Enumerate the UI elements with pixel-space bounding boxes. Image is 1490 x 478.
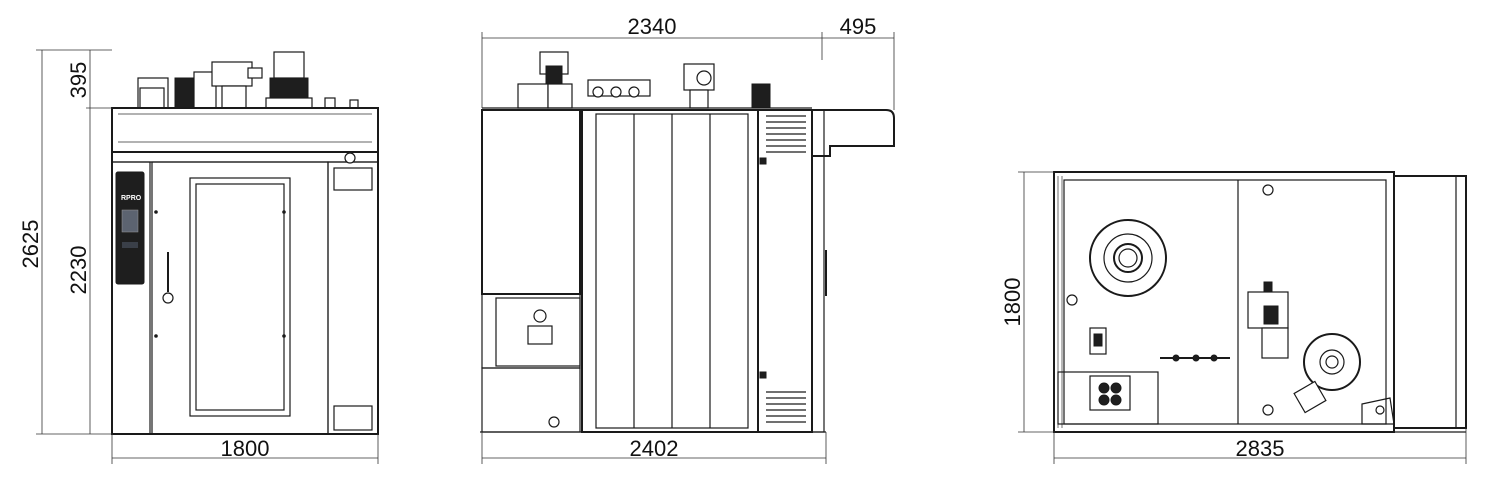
side-dimensions [481, 32, 895, 464]
top-blower [1293, 333, 1361, 414]
side-hood [812, 109, 895, 157]
dim-side-top-length: 2340 [628, 14, 677, 39]
top-dimensions [1018, 171, 1467, 464]
side-view [480, 51, 895, 433]
front-door-frame [151, 161, 329, 435]
front-top-housing [111, 107, 379, 153]
top-motor [1247, 281, 1289, 359]
side-vent-lower [766, 391, 806, 423]
top-view [1053, 171, 1467, 433]
front-door [189, 177, 291, 417]
dim-top-length: 2835 [1236, 436, 1285, 461]
front-view: RPRO [111, 51, 379, 435]
dim-front-width: 1800 [221, 436, 270, 461]
side-burner-box [481, 109, 581, 295]
side-vent-upper [766, 115, 806, 153]
panel-logo: RPRO [121, 195, 142, 202]
dim-front-height-top: 395 [66, 62, 91, 99]
dim-top-depth: 1800 [1000, 278, 1025, 327]
side-top-machinery [517, 51, 771, 109]
side-chamber [581, 109, 759, 433]
front-dimensions [36, 49, 379, 464]
dim-side-top-overhang: 495 [840, 14, 877, 39]
top-hood [1393, 175, 1467, 429]
dim-front-height-body: 2230 [66, 246, 91, 295]
dim-front-height-total: 2625 [18, 220, 43, 269]
top-burner [1057, 371, 1159, 425]
dim-side-bottom-length: 2402 [630, 436, 679, 461]
front-top-machinery [137, 51, 359, 109]
top-fan-outlet [1089, 219, 1167, 297]
